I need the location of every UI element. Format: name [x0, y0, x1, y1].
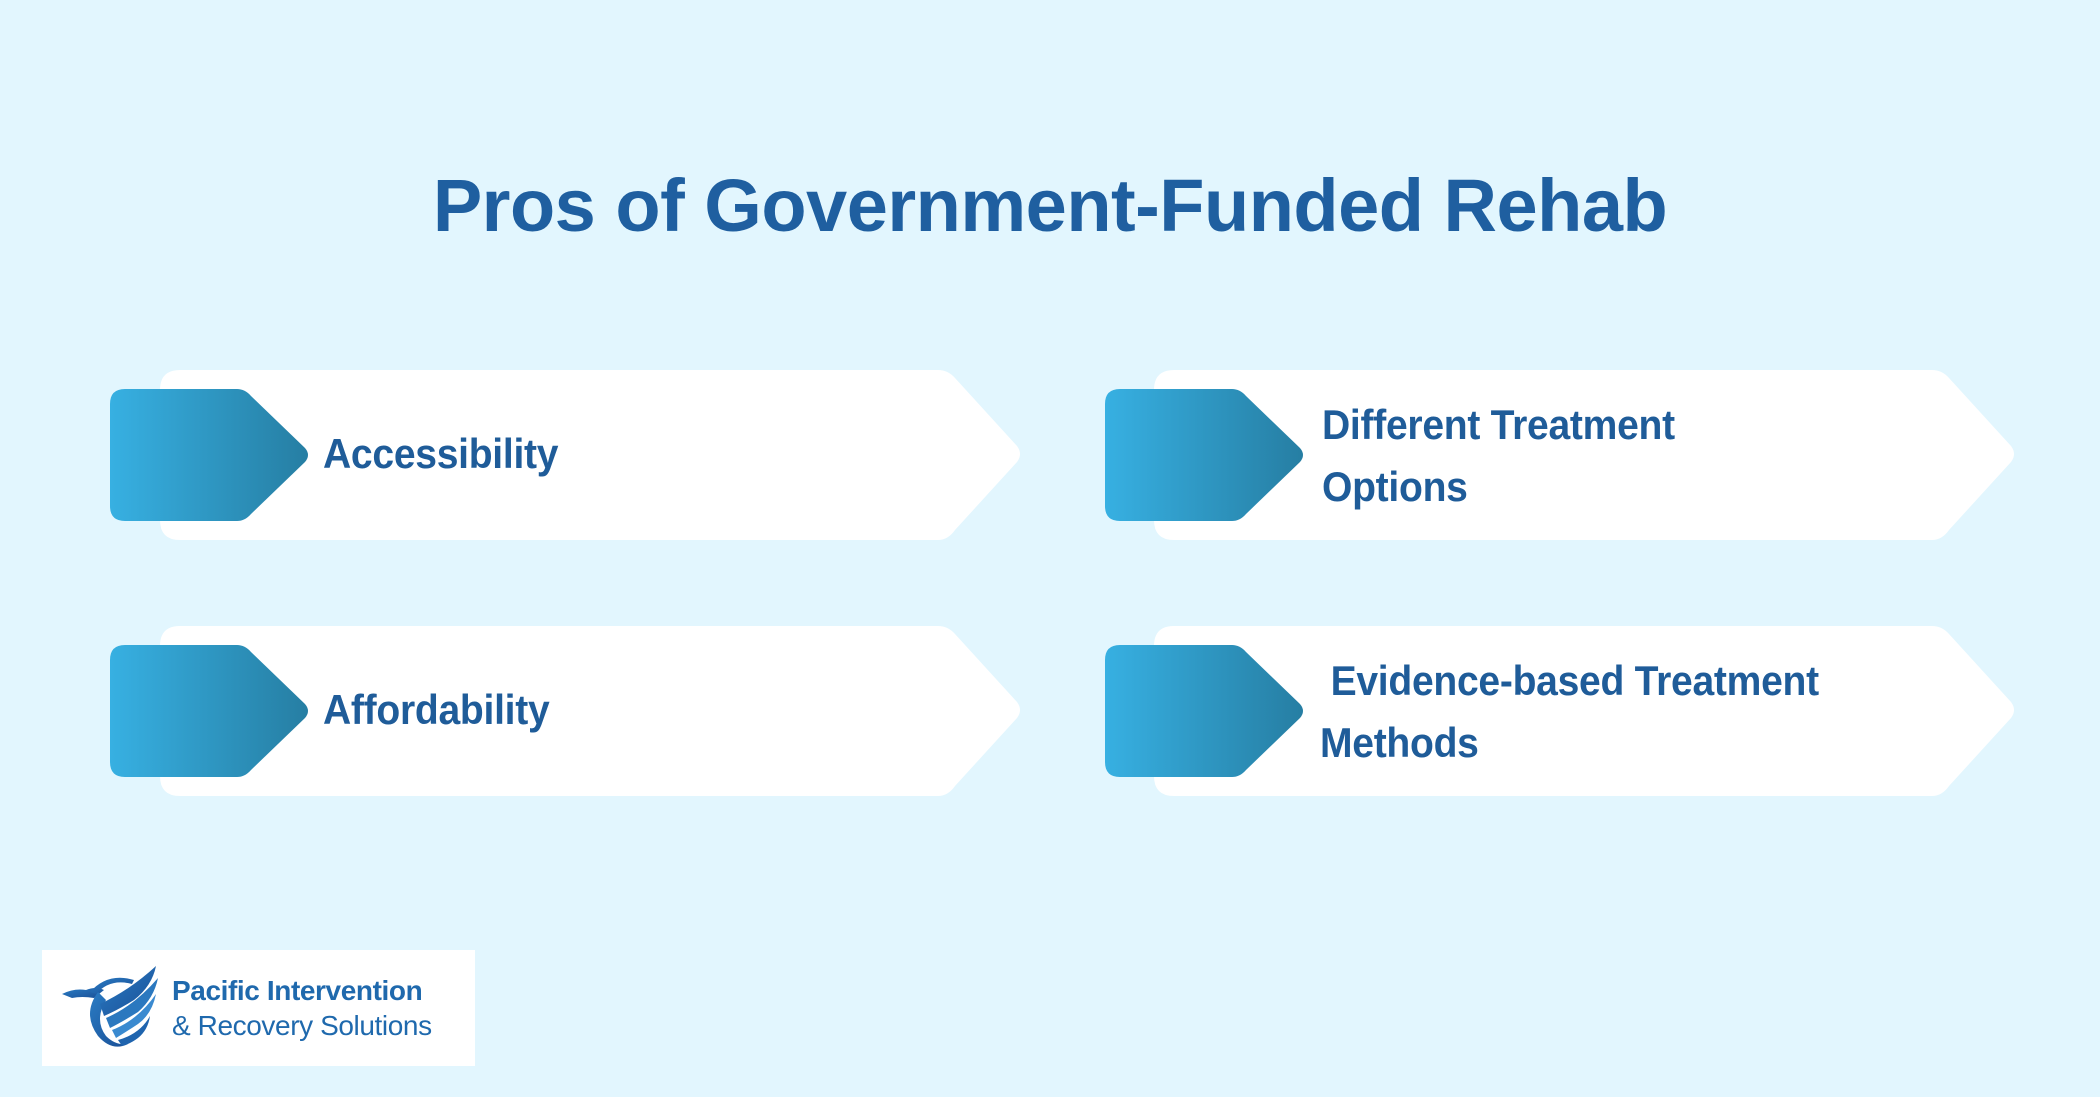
logo-company-subtitle: & Recovery Solutions: [172, 1010, 432, 1041]
company-logo: Pacific Intervention & Recovery Solution…: [42, 950, 475, 1066]
arrow-tab-icon: [1105, 389, 1303, 521]
page-title: Pros of Government-Funded Rehab: [432, 164, 1668, 247]
arrow-tab-icon: [110, 645, 308, 777]
card-background: [110, 626, 1020, 796]
pro-card-affordability: Affordability: [105, 624, 1025, 796]
card-background: [110, 370, 1020, 540]
pro-label: Evidence-based Treatment Methods: [1320, 657, 1819, 766]
pro-card-different-treatment-options: Different Treatment Options: [1100, 368, 2020, 540]
logo-company-name: Pacific Intervention: [172, 975, 423, 1006]
card-background: [1105, 370, 2014, 540]
arrow-tab-icon: [110, 389, 308, 521]
logo-text: Pacific Intervention & Recovery Solution…: [172, 974, 432, 1044]
card-background: [1105, 626, 2014, 796]
eagle-wing-icon: [62, 966, 158, 1047]
pro-card-accessibility: Accessibility: [105, 368, 1025, 540]
pro-label: Different Treatment Options: [1322, 401, 1675, 510]
pro-label: Affordability: [323, 686, 550, 733]
pro-card-evidence-based-treatment-methods: Evidence-based Treatment Methods: [1100, 624, 2020, 796]
pro-label: Accessibility: [323, 430, 559, 477]
arrow-tab-icon: [1105, 645, 1303, 777]
